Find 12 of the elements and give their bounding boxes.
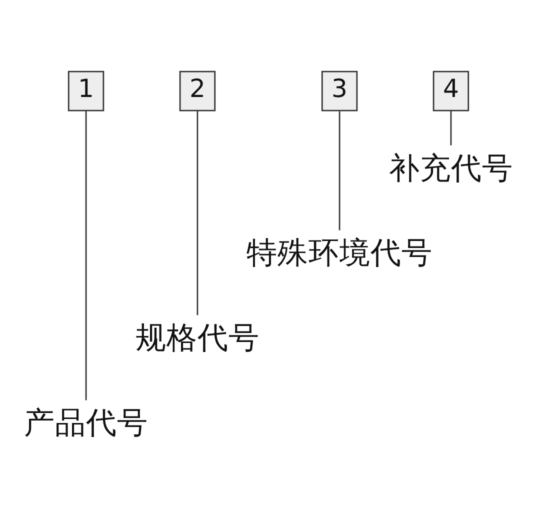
connector (196, 110, 198, 316)
node-box: 4 (432, 70, 470, 112)
node-box: 2 (179, 70, 216, 112)
connector (85, 110, 87, 400)
connector (338, 111, 340, 230)
node-text: 产品代号 (24, 406, 148, 442)
node-box: 1 (68, 70, 104, 112)
node-text: 规格代号 (135, 321, 260, 356)
node-text: 特殊环境代号 (246, 236, 433, 272)
node-box: 3 (321, 70, 358, 112)
node-text: 补充代号 (388, 151, 513, 186)
connector (450, 110, 452, 146)
